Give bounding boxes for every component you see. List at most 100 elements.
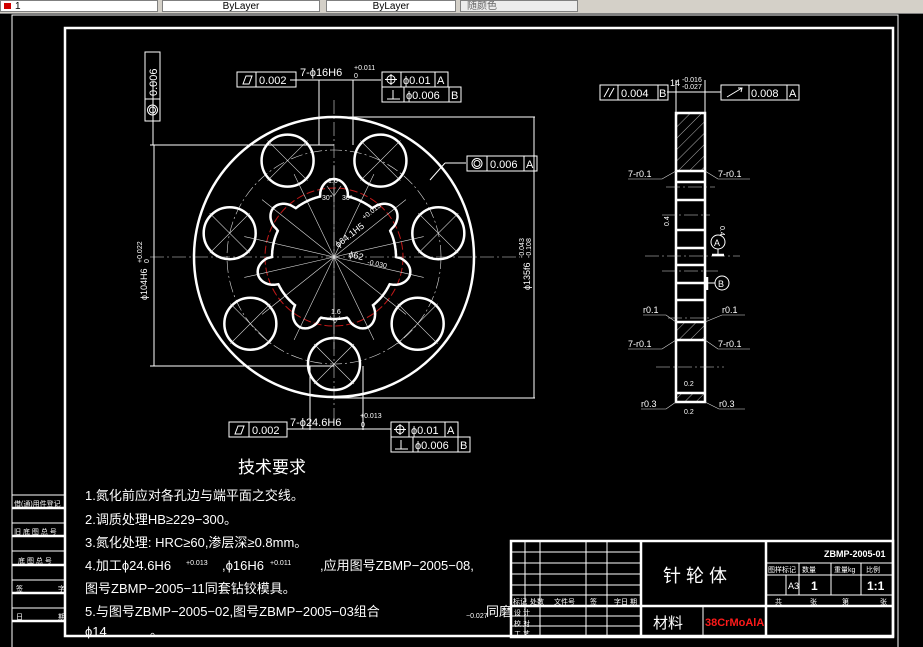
role-label: 工 艺 xyxy=(514,630,530,638)
side-view[interactable]: 14 -0.016 -0.027 0.004 B 0.008 A 7-r0.1 … xyxy=(599,77,800,416)
fcf-value: ϕ0.01 xyxy=(411,425,439,437)
cylindricity-icon xyxy=(242,75,253,85)
left-strip-label: 底 图 总 号 xyxy=(18,556,52,565)
left-strip-label: 字 xyxy=(58,584,65,593)
sheet-label: 第 xyxy=(842,597,849,606)
left-strip-label: 旧 底 图 总 号 xyxy=(14,527,57,536)
radial-line xyxy=(293,256,335,341)
hole-callout-top-tol: +0.011 xyxy=(354,65,375,72)
left-strip-label: 日 xyxy=(16,613,23,621)
header-label: 数量 xyxy=(802,565,816,574)
linetype-dropdown[interactable]: ByLayer xyxy=(326,0,456,12)
linetype-value: ByLayer xyxy=(372,1,410,12)
hole-center-mark xyxy=(313,343,355,385)
fcf-value: ϕ0.006 xyxy=(415,440,449,452)
left-strip-table: 借(通)用件登记 旧 底 图 总 号 底 图 总 号 签 字 日 期 xyxy=(12,494,65,623)
fcf-value: ϕ0.006 xyxy=(406,90,440,102)
roughness-label: 0.2 xyxy=(684,381,694,388)
lineweight-dropdown[interactable]: 随颜色 xyxy=(460,0,578,12)
radius-label: 7-r0.1 xyxy=(628,339,652,349)
technical-requirements: 技术要求 1.氮化前应对各孔边与端平面之交线。 2.调质处理HB≥229−300… xyxy=(85,458,512,639)
tech-line: 同磨 xyxy=(486,604,512,619)
part-name: 针 轮 体 xyxy=(663,566,727,586)
radial-lines xyxy=(244,165,424,349)
left-strip-label: 期 xyxy=(58,613,65,621)
tech-line: ϕ14 xyxy=(85,624,107,639)
fcf-value: 0.004 xyxy=(621,88,649,100)
material-value: 38CrMoAlA xyxy=(705,617,764,629)
properties-toolbar: 1 ByLayer ByLayer 随颜色 xyxy=(0,0,923,14)
fcf-datum: A xyxy=(447,425,455,437)
fcf-position-top: ϕ0.01 A ϕ0.006 B xyxy=(381,71,462,103)
side-features xyxy=(676,169,705,395)
fcf-value: 0.002 xyxy=(259,75,287,87)
dia-135-label: ϕ135f6 xyxy=(522,262,532,290)
radial-line xyxy=(244,256,335,278)
tech-line: 图号ZBMP−2005−11同套钻铰模具。 xyxy=(85,581,296,596)
tech-tol: +0.013 xyxy=(186,560,208,567)
fcf-value: ϕ0.01 xyxy=(403,75,431,87)
datum-a-label: A xyxy=(714,238,720,248)
bolt-hole xyxy=(223,296,278,351)
left-strip-label: 签 xyxy=(16,584,23,593)
fcf-datum: B xyxy=(659,88,666,100)
radial-line xyxy=(333,256,424,278)
fcf-runout: 0.008 A xyxy=(720,84,800,101)
quantity: 1 xyxy=(811,579,818,593)
radius-label: 7-r0.1 xyxy=(628,169,652,179)
angle-label: 30° xyxy=(322,194,333,202)
revision-header: 处数 xyxy=(530,597,544,606)
radial-line xyxy=(261,199,335,258)
layer-dropdown[interactable]: 1 xyxy=(0,0,158,12)
bolt-hole xyxy=(202,205,257,261)
revision-header: 签 xyxy=(590,597,597,606)
radius-label: r0.3 xyxy=(719,399,735,409)
roughness-label: 0.4 xyxy=(664,216,671,226)
sheet-size: A3 xyxy=(788,581,799,591)
fcf-datum: A xyxy=(437,75,445,87)
radius-label: r0.1 xyxy=(722,305,738,315)
bolt-hole xyxy=(411,205,466,261)
front-view[interactable]: 7-ϕ16H6 +0.011 0 7-ϕ24.6H6 +0.013 0 ϕ104… xyxy=(137,51,538,453)
side-profile xyxy=(674,111,707,404)
hole-callout-bottom-tol-low: 0 xyxy=(361,422,365,429)
bolt-hole xyxy=(390,296,445,351)
fcf-value: 0.002 xyxy=(252,425,280,437)
fcf-datum: B xyxy=(451,90,458,102)
revision-header: 字日 期 xyxy=(614,597,637,606)
title-block: 针 轮 体 ZBMP-2005-01 图样标记 数量 重量kg 比例 A3 1 … xyxy=(509,539,895,639)
role-label: 校 对 xyxy=(514,619,530,628)
datum-b-label: B xyxy=(718,279,724,289)
fcf-cylindricity-top: 0.002 xyxy=(236,71,297,88)
role-label: 设 计 xyxy=(514,608,530,617)
roughness-bottom: 1.6 xyxy=(331,309,341,316)
fcf-value: 0.006 xyxy=(148,68,160,96)
fcf-datum: B xyxy=(460,440,467,452)
left-strip-label: 借(通)用件登记 xyxy=(14,499,61,508)
layer-color-swatch xyxy=(4,3,11,9)
tech-tol: +0.011 xyxy=(270,560,291,567)
scale: 1:1 xyxy=(867,579,885,593)
tech-line: 5.与图号ZBMP−2005−02,图号ZBMP−2005−03组合 xyxy=(85,604,380,619)
hole-callout-bottom: 7-ϕ24.6H6 xyxy=(290,417,341,429)
drawing-number: ZBMP-2005-01 xyxy=(824,549,886,559)
thickness-tol-up: -0.016 xyxy=(682,77,702,84)
roughness-label: 0.4 xyxy=(718,226,725,236)
thickness-tol-low: -0.027 xyxy=(682,84,702,91)
header-label: 重量kg xyxy=(834,566,855,574)
radial-line xyxy=(293,173,335,258)
inner-dia-2-tol: -0.030 xyxy=(367,259,388,270)
hole-center-mark xyxy=(360,140,401,181)
fcf-cylindricity-bottom: 0.002 xyxy=(228,421,288,438)
radial-line xyxy=(333,256,407,315)
tech-tol: −0.027 xyxy=(466,613,488,620)
hole-center-mark xyxy=(418,212,459,254)
hole-callout-top-tol-low: 0 xyxy=(354,73,358,80)
material-label: 材料 xyxy=(653,615,683,632)
hole-center-mark xyxy=(230,303,271,344)
bolt-hole xyxy=(353,133,408,188)
radial-line xyxy=(333,173,375,258)
roughness-label: 0.2 xyxy=(684,409,694,416)
color-dropdown[interactable]: ByLayer xyxy=(162,0,320,12)
